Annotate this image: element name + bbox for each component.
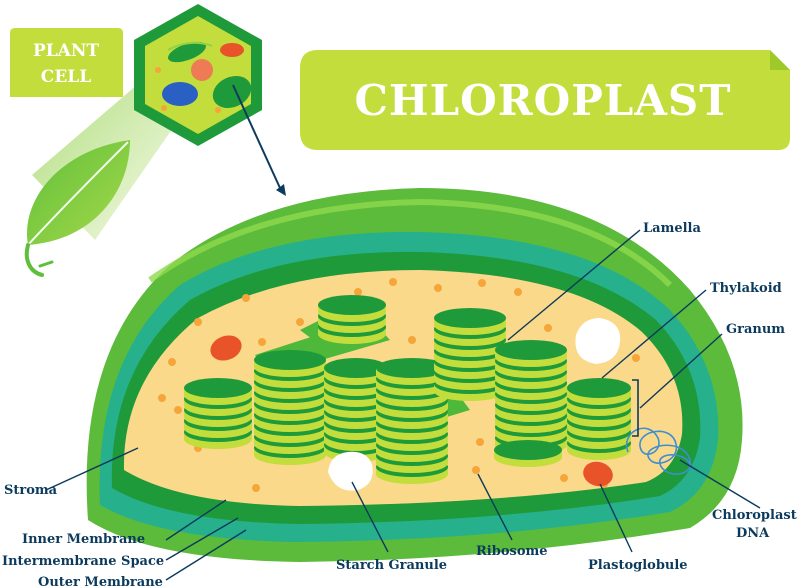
zoom-arrow bbox=[232, 84, 286, 196]
label-plastoglobule: Plastoglobule bbox=[588, 558, 688, 573]
plastoglobule-left bbox=[210, 335, 242, 361]
label-stroma: Stroma bbox=[4, 483, 58, 498]
badge-line-1: PLANT bbox=[33, 41, 99, 61]
label-chloroplast-dna-1: Chloroplast bbox=[712, 508, 797, 523]
label-lamella: Lamella bbox=[643, 221, 701, 236]
thylakoid-disc bbox=[494, 440, 562, 460]
title-banner: CHLOROPLAST bbox=[300, 50, 790, 150]
leaf-icon bbox=[24, 140, 130, 277]
plant-cell-badge: PLANT CELL bbox=[10, 28, 123, 97]
label-starch-granule: Starch Granule bbox=[336, 558, 447, 573]
chloroplast-dna bbox=[625, 427, 691, 475]
thylakoid-disc bbox=[567, 378, 631, 398]
thylakoid-disc bbox=[324, 358, 388, 378]
leader-lines bbox=[45, 229, 761, 581]
thylakoid-disc bbox=[254, 350, 326, 370]
grana bbox=[184, 295, 631, 484]
starch-granule-top bbox=[575, 318, 621, 364]
title: CHLOROPLAST bbox=[354, 76, 731, 125]
thylakoid-disc bbox=[318, 295, 386, 315]
badge-line-2: CELL bbox=[41, 67, 91, 87]
label-outer-membrane: Outer Membrane bbox=[38, 575, 163, 588]
label-chloroplast-dna-2: DNA bbox=[736, 526, 770, 541]
label-thylakoid: Thylakoid bbox=[710, 281, 782, 296]
thylakoid-disc bbox=[495, 340, 567, 360]
starch-granule-bottom bbox=[328, 451, 373, 491]
plant-cell-icon bbox=[134, 4, 262, 146]
label-inner-membrane: Inner Membrane bbox=[22, 532, 145, 547]
label-granum: Granum bbox=[726, 322, 785, 337]
plastoglobule-right bbox=[583, 461, 613, 487]
thylakoid-disc bbox=[434, 308, 506, 328]
label-ribosome: Ribosome bbox=[476, 544, 548, 559]
granum-bracket bbox=[632, 379, 639, 437]
label-intermembrane-space: Intermembrane Space bbox=[2, 554, 164, 569]
thylakoid-disc bbox=[376, 358, 448, 378]
thylakoid-disc bbox=[184, 378, 252, 398]
